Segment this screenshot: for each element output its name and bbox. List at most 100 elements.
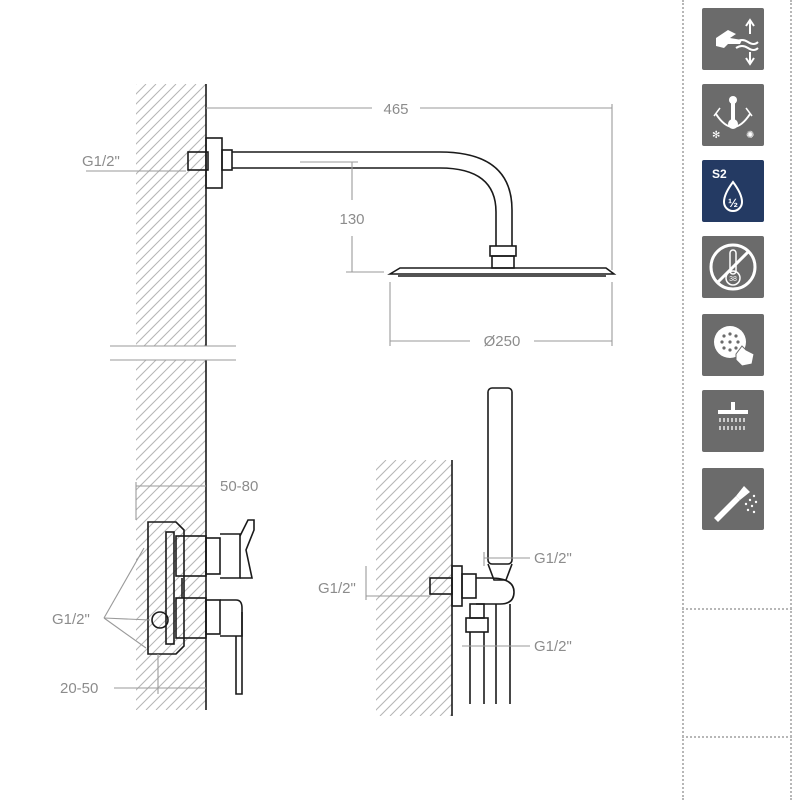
hatch-line — [136, 84, 137, 85]
hatch-line — [376, 553, 452, 631]
dim-thread-top: G1/2" — [82, 153, 120, 170]
rain-shower-head — [387, 267, 617, 277]
hatch-line — [136, 409, 206, 481]
hatch-line — [460, 460, 680, 716]
hatch-line — [136, 163, 206, 235]
hatch-line — [136, 253, 206, 325]
technical-drawing: 465 130 Ø250 G1/2" 50-80 20-50 G1/2" — [52, 84, 680, 716]
hatch-line — [620, 460, 680, 716]
hatch-line — [155, 659, 206, 710]
hatch-line — [416, 360, 680, 710]
hatch-line — [136, 84, 206, 155]
hatch-line — [136, 93, 206, 165]
hatch-line — [526, 360, 680, 710]
dim-arm-length: 465 — [383, 101, 408, 118]
hatch-line — [490, 460, 680, 716]
wall-hatch-bottom — [136, 360, 680, 710]
hatch-line — [136, 84, 177, 125]
hatch-line — [136, 84, 157, 105]
hatch-line — [424, 84, 680, 346]
hatch-line — [143, 283, 206, 346]
hatch-line — [136, 489, 206, 561]
hatch-line — [376, 543, 452, 621]
hatch-line — [136, 193, 206, 265]
no-thermostat-icon: 38 — [702, 236, 764, 298]
hatch-line — [203, 343, 206, 346]
hatch-line — [530, 460, 680, 716]
hatch-line — [254, 84, 516, 346]
hatch-line — [506, 360, 680, 710]
hatch-line — [366, 360, 680, 710]
hatch-line — [286, 360, 636, 710]
hatch-line — [136, 133, 206, 205]
hatch-line — [376, 573, 452, 651]
hatch-line — [136, 84, 187, 135]
hatch-line — [426, 360, 680, 710]
hatch-line — [136, 369, 206, 441]
hatch-line — [193, 333, 206, 346]
thread-mixer-leader-3 — [103, 617, 147, 649]
hatch-line — [136, 539, 206, 611]
hatch-line — [136, 143, 206, 215]
hatch-line — [376, 463, 452, 541]
hatch-line — [376, 583, 452, 661]
hatch-line — [610, 460, 680, 716]
thread-mixer-leader-1 — [103, 547, 145, 619]
hand-shower-icon — [702, 468, 764, 530]
hatch-line — [136, 559, 206, 631]
hatch-line — [136, 529, 206, 601]
hatch-line — [394, 84, 656, 346]
hatch-line — [136, 84, 147, 95]
hatch-line — [136, 619, 206, 691]
thermostat-shower-icon: ✻ ✺ — [702, 84, 764, 146]
hatch-line — [580, 460, 680, 716]
hatch-line — [600, 460, 680, 716]
panel-divider-left — [682, 0, 684, 800]
hatch-line — [414, 84, 676, 346]
hatch-line — [153, 293, 206, 346]
hatch-line — [136, 549, 206, 621]
hatch-line — [165, 669, 206, 710]
hatch-line — [384, 84, 646, 346]
hatch-line — [294, 84, 556, 346]
hatch-line — [376, 460, 447, 531]
shower-arm — [187, 137, 517, 269]
hatch-line — [136, 360, 206, 431]
hatch-line — [136, 360, 147, 371]
hand-shower — [429, 387, 515, 704]
hatch-line — [136, 223, 206, 295]
hatch-line — [136, 469, 206, 541]
hatch-line — [376, 473, 452, 551]
hatch-line — [344, 84, 606, 346]
hatch-line — [364, 84, 626, 346]
hatch-line — [136, 609, 206, 681]
svg-text:½: ½ — [728, 196, 738, 210]
dim-drop: 130 — [339, 211, 364, 228]
hatch-line — [476, 360, 680, 710]
hatch-line — [376, 523, 452, 601]
hatch-line — [136, 360, 137, 361]
hatch-line — [136, 360, 197, 421]
hatch-line — [296, 360, 646, 710]
hatch-line — [446, 360, 680, 710]
hatch-line — [546, 360, 680, 710]
hatch-line — [136, 243, 206, 315]
hatch-line — [376, 513, 452, 591]
hatch-line — [456, 360, 680, 710]
hatch-line — [510, 460, 680, 716]
hatch-line — [316, 360, 666, 710]
hatch-line — [630, 460, 680, 716]
hatch-line — [496, 360, 680, 710]
svg-text:S2: S2 — [712, 167, 727, 181]
hatch-line — [404, 84, 666, 346]
hatch-line — [399, 663, 452, 716]
hatch-line — [516, 360, 680, 710]
hatch-line — [136, 84, 167, 115]
hatch-line — [376, 483, 452, 561]
hatch-line — [136, 499, 206, 571]
hatch-line — [334, 84, 596, 346]
hatch-line — [183, 323, 206, 346]
easy-clean-nozzles-icon — [702, 314, 764, 376]
hatch-line — [136, 153, 206, 225]
hatch-line — [354, 84, 616, 346]
